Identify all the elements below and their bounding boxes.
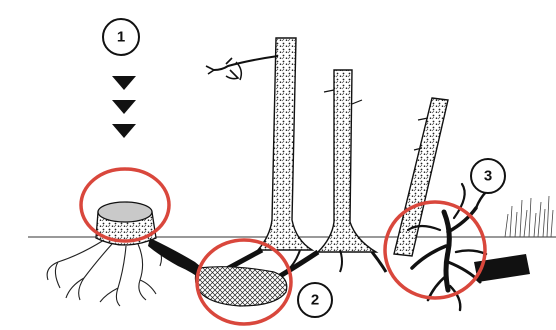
- marker-2-label: 2: [311, 292, 319, 309]
- marker-3: 3: [471, 159, 505, 193]
- marker-2: 2: [298, 283, 332, 317]
- down-arrow-icon: [112, 124, 136, 138]
- tree-leaning: [394, 98, 448, 256]
- down-arrow-icon: [112, 100, 136, 114]
- arrow-stack: [112, 76, 136, 138]
- marker-3-label: 3: [484, 168, 492, 185]
- marker-1-label: 1: [117, 29, 125, 46]
- buried-debris: [195, 267, 286, 306]
- tree-middle: [318, 70, 376, 252]
- down-arrow-icon: [112, 76, 136, 90]
- tree-left: [206, 38, 312, 250]
- marker-1: 1: [103, 19, 139, 55]
- grass: [505, 196, 553, 237]
- stump-roots: [47, 240, 161, 306]
